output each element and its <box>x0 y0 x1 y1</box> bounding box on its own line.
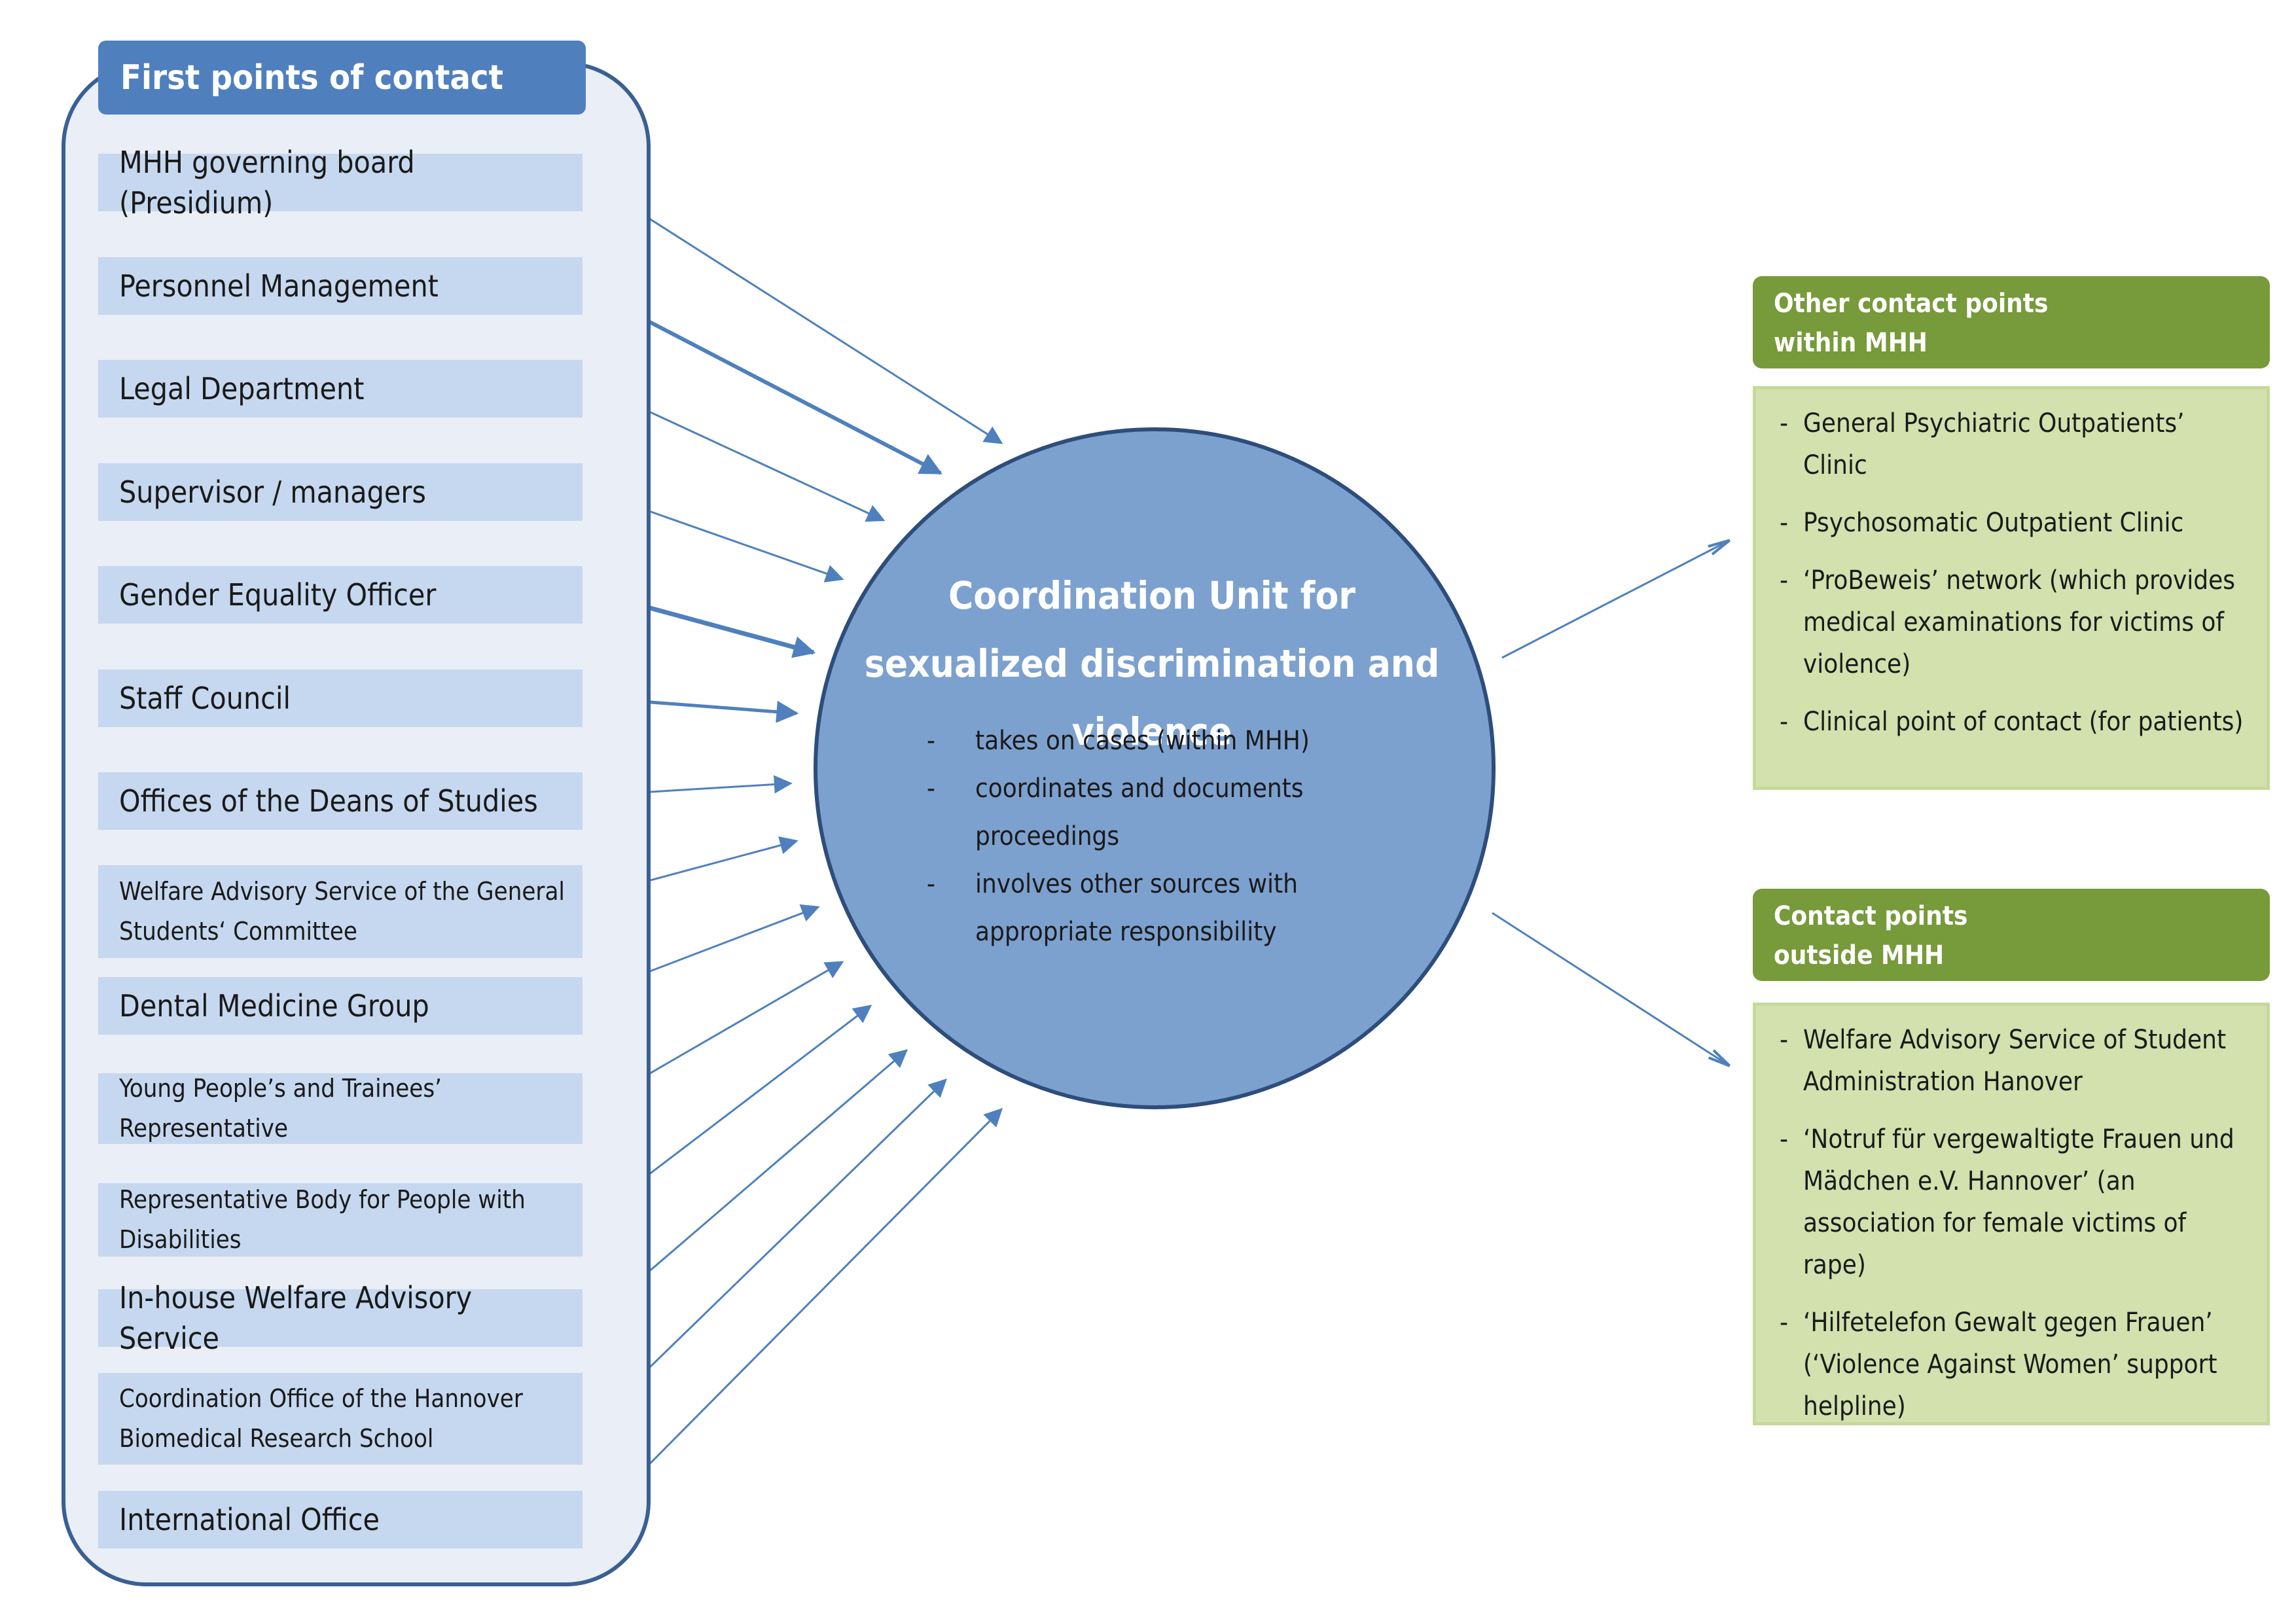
contact-inhouse-welfare: In-house Welfare Advisory Service <box>98 1280 583 1356</box>
contact-governing-board: MHH governing board (Presidium) <box>98 145 583 221</box>
outside-mhh-header-line2: outside MHH <box>1774 940 1945 971</box>
contact-disabilities-representative: Representative Body for People with Disa… <box>98 1183 583 1257</box>
contact-international-office: International Office <box>98 1491 583 1548</box>
outside-mhh-item: Welfare Advisory Service of Student Admi… <box>1780 1019 2251 1103</box>
outside-mhh-header-line1: Contact points <box>1774 901 1968 931</box>
contact-dental-medicine: Dental Medicine Group <box>98 977 583 1035</box>
outside-mhh-item: ‘Notruf für vergewaltigte Frauen und Mäd… <box>1780 1118 2251 1286</box>
within-mhh-item: Psychosomatic Outpatient Clinic <box>1780 502 2251 544</box>
within-mhh-header-line2: within MHH <box>1774 328 1928 358</box>
contact-deans-of-studies: Offices of the Deans of Studies <box>98 772 583 830</box>
arrow-to-outside-mhh <box>1492 912 1728 1065</box>
contact-personnel-management: Personnel Management <box>98 257 583 315</box>
within-mhh-header-line1: Other contact points <box>1774 289 2049 319</box>
arrow-international-office <box>604 1108 1003 1510</box>
coordination-unit-tasks: takes on cases (within MHH) coordinates … <box>923 717 1420 956</box>
within-mhh-header: Other contact points within MHH <box>1753 276 2270 368</box>
contact-welfare-general-students: Welfare Advisory Service of the General … <box>98 865 583 958</box>
within-mhh-list: General Psychiatric Outpatients’ Clinic … <box>1753 386 2270 790</box>
arrow-biomedical-school <box>603 1079 948 1412</box>
arrow-governing-board <box>595 184 1003 444</box>
contact-biomedical-research-school: Coordination Office of the Hannover Biom… <box>98 1373 583 1465</box>
within-mhh-item: ‘ProBeweis’ network (which provides medi… <box>1780 560 2251 685</box>
task-item: involves other sources with appropriate … <box>923 861 1420 956</box>
arrow-inhouse-welfare <box>603 1049 908 1310</box>
within-mhh-item: General Psychiatric Outpatients’ Clinic <box>1780 402 2251 486</box>
task-item: coordinates and documents proceedings <box>923 765 1420 861</box>
contact-supervisor-managers: Supervisor / managers <box>98 463 583 521</box>
arrow-to-within-mhh <box>1501 541 1728 659</box>
outside-mhh-item: ‘Hilfetelefon Gewalt gegen Frauen’ (‘Vio… <box>1780 1302 2251 1427</box>
outside-mhh-header: Contact points outside MHH <box>1753 889 2270 981</box>
contact-young-people-trainees: Young People’s and Trainees’ Representat… <box>98 1073 583 1144</box>
contact-gender-equality-officer: Gender Equality Officer <box>98 566 583 624</box>
contact-staff-council: Staff Council <box>98 669 583 727</box>
first-contacts-header: First points of contact <box>98 41 586 115</box>
task-item: takes on cases (within MHH) <box>923 717 1420 765</box>
outside-mhh-list: Welfare Advisory Service of Student Admi… <box>1753 1003 2270 1425</box>
within-mhh-item: Clinical point of contact (for patients) <box>1780 701 2251 743</box>
contact-legal-department: Legal Department <box>98 360 583 418</box>
